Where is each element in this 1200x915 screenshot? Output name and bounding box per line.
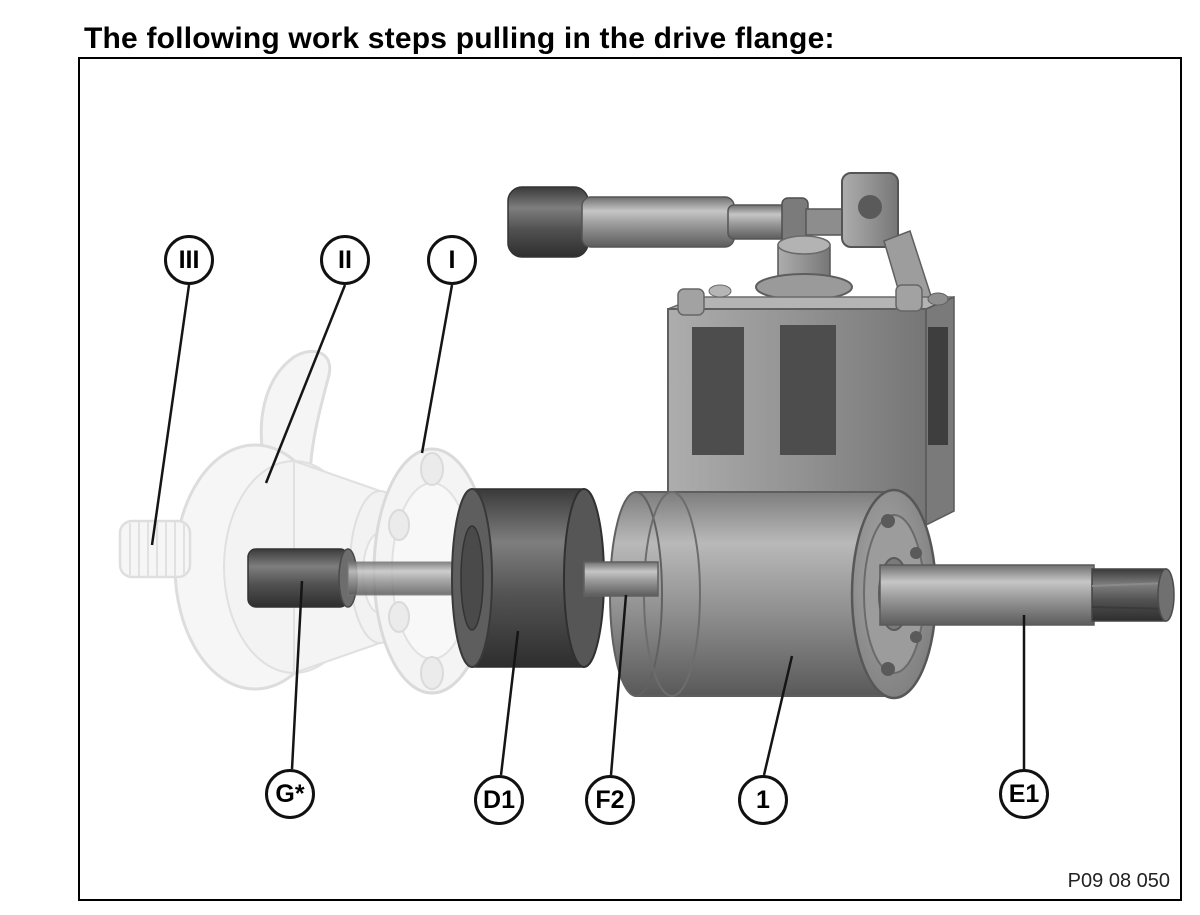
callout-F2: F2 bbox=[585, 775, 635, 825]
spindle-shaft-e1 bbox=[879, 564, 1175, 626]
puller-cylinder bbox=[609, 488, 938, 700]
callout-label: 1 bbox=[756, 785, 770, 814]
callout-label: II bbox=[338, 245, 352, 274]
callout-label: E1 bbox=[1008, 779, 1040, 808]
callout-II: II bbox=[320, 235, 370, 285]
callout-label: I bbox=[448, 245, 456, 274]
callout-label: D1 bbox=[483, 785, 515, 814]
callout-I: I bbox=[427, 235, 477, 285]
leader-lines bbox=[150, 284, 1026, 776]
pilot-shaft-g bbox=[247, 548, 473, 608]
drive-flange-diagram bbox=[118, 172, 1175, 776]
callout-1: 1 bbox=[738, 775, 788, 825]
thrust-piece-d1 bbox=[451, 488, 605, 668]
callout-III: III bbox=[164, 235, 214, 285]
callout-label: G* bbox=[275, 779, 305, 808]
callout-E1: E1 bbox=[999, 769, 1049, 819]
callout-G: G* bbox=[265, 769, 315, 819]
figure-reference: P09 08 050 bbox=[1067, 870, 1170, 892]
ghost-drive-flange bbox=[118, 349, 492, 695]
connecting-shaft-f2 bbox=[583, 561, 659, 597]
callout-label: F2 bbox=[595, 785, 625, 814]
page-title: The following work steps pulling in the … bbox=[84, 22, 835, 56]
callout-label: III bbox=[178, 245, 200, 274]
figure-frame: III II I G* D1 F2 1 E1 P09 08 050 bbox=[78, 57, 1182, 901]
callout-D1: D1 bbox=[474, 775, 524, 825]
